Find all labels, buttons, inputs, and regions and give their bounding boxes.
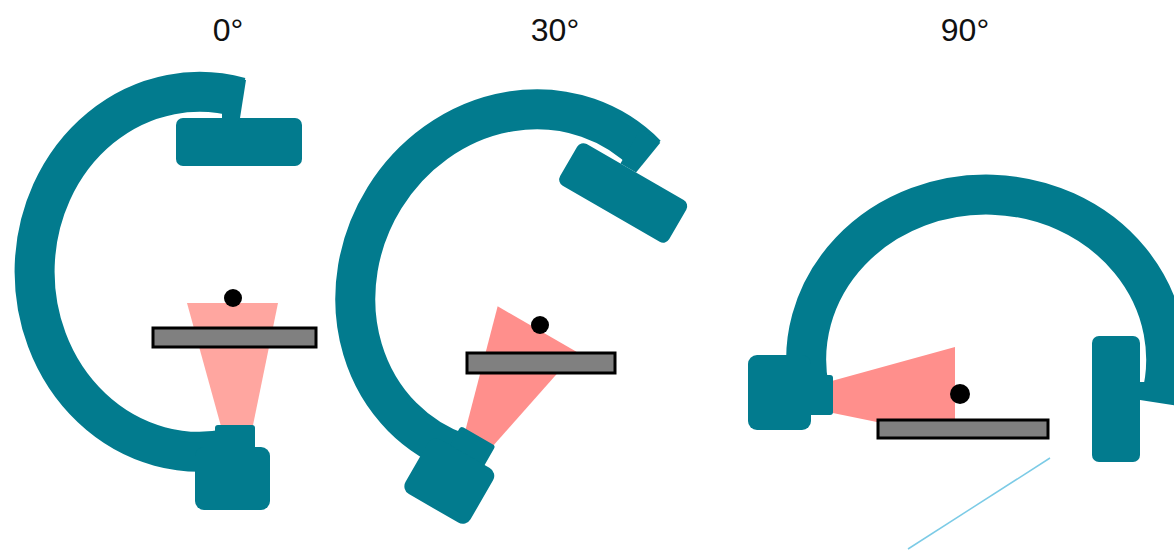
guide-line <box>908 458 1050 549</box>
isocenter-dot <box>531 316 549 334</box>
isocenter-dot <box>224 289 242 307</box>
c-arm-30 <box>262 34 710 543</box>
isocenter-dot <box>950 384 970 404</box>
angle-label: 90° <box>941 14 989 46</box>
angle-label: 30° <box>531 14 579 46</box>
c-arm-90 <box>748 195 1174 462</box>
angle-label: 0° <box>213 14 244 46</box>
patient-table <box>153 328 316 347</box>
c-arm-0 <box>35 77 302 510</box>
patient-table <box>878 420 1048 438</box>
patient-table <box>467 353 615 373</box>
